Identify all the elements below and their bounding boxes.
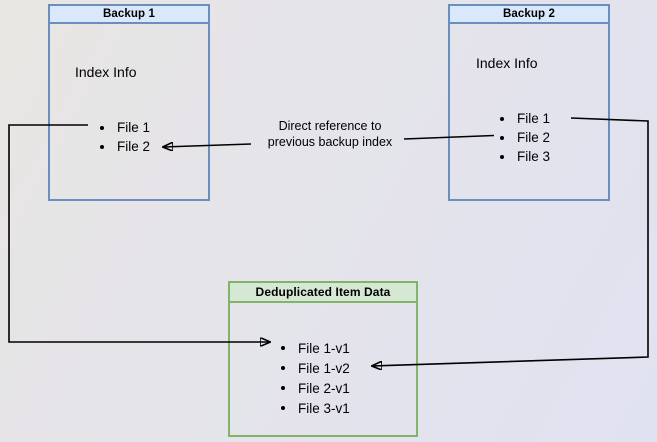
file-label: File 2 <box>517 130 551 145</box>
file-label: File 2-v1 <box>298 380 350 396</box>
bullet-icon <box>100 144 104 149</box>
bullet-icon <box>281 406 285 410</box>
backup2-box: Backup 2 Index Info File 1 File 2 File 3 <box>448 4 610 201</box>
backup2-file-list: File 1 File 2 File 3 <box>500 109 550 166</box>
list-item: File 3-v1 <box>281 398 350 418</box>
backup2-heading: Index Info <box>476 55 538 71</box>
list-item: File 1-v1 <box>281 338 350 358</box>
edge-label-line2: previous backup index <box>267 134 393 149</box>
dedup-title: Deduplicated Item Data <box>230 283 416 303</box>
dedup-box: Deduplicated Item Data File 1-v1 File 1-… <box>228 281 418 437</box>
list-item: File 3 <box>500 147 550 166</box>
direct-reference-edge-label: Direct reference to previous backup inde… <box>230 119 430 150</box>
file-label: File 1-v1 <box>298 340 350 356</box>
list-item: File 2 <box>100 137 150 156</box>
backup1-file-list: File 1 File 2 <box>100 118 150 156</box>
file-label: File 3-v1 <box>298 400 350 416</box>
list-item: File 1 <box>500 109 550 128</box>
file-label: File 2 <box>117 139 151 154</box>
backup1-box: Backup 1 Index Info File 1 File 2 <box>48 4 210 201</box>
file-label: File 1 <box>117 120 151 135</box>
list-item: File 1-v2 <box>281 358 350 378</box>
list-item: File 2 <box>500 128 550 147</box>
file-label: File 1-v2 <box>298 360 350 376</box>
backup2-title: Backup 2 <box>450 6 608 24</box>
bullet-icon <box>100 125 104 130</box>
bullet-icon <box>281 346 285 350</box>
backup1-heading: Index Info <box>75 64 137 80</box>
file-label: File 3 <box>517 149 551 164</box>
edge-label-line1: Direct reference to <box>278 119 382 133</box>
bullet-icon <box>500 154 504 159</box>
backup1-title: Backup 1 <box>50 6 208 24</box>
bullet-icon <box>281 386 285 390</box>
bullet-icon <box>281 366 285 370</box>
bullet-icon <box>500 135 504 140</box>
dedup-file-list: File 1-v1 File 1-v2 File 2-v1 File 3-v1 <box>281 338 350 418</box>
bullet-icon <box>500 116 504 121</box>
list-item: File 1 <box>100 118 150 137</box>
file-label: File 1 <box>517 111 551 126</box>
list-item: File 2-v1 <box>281 378 350 398</box>
